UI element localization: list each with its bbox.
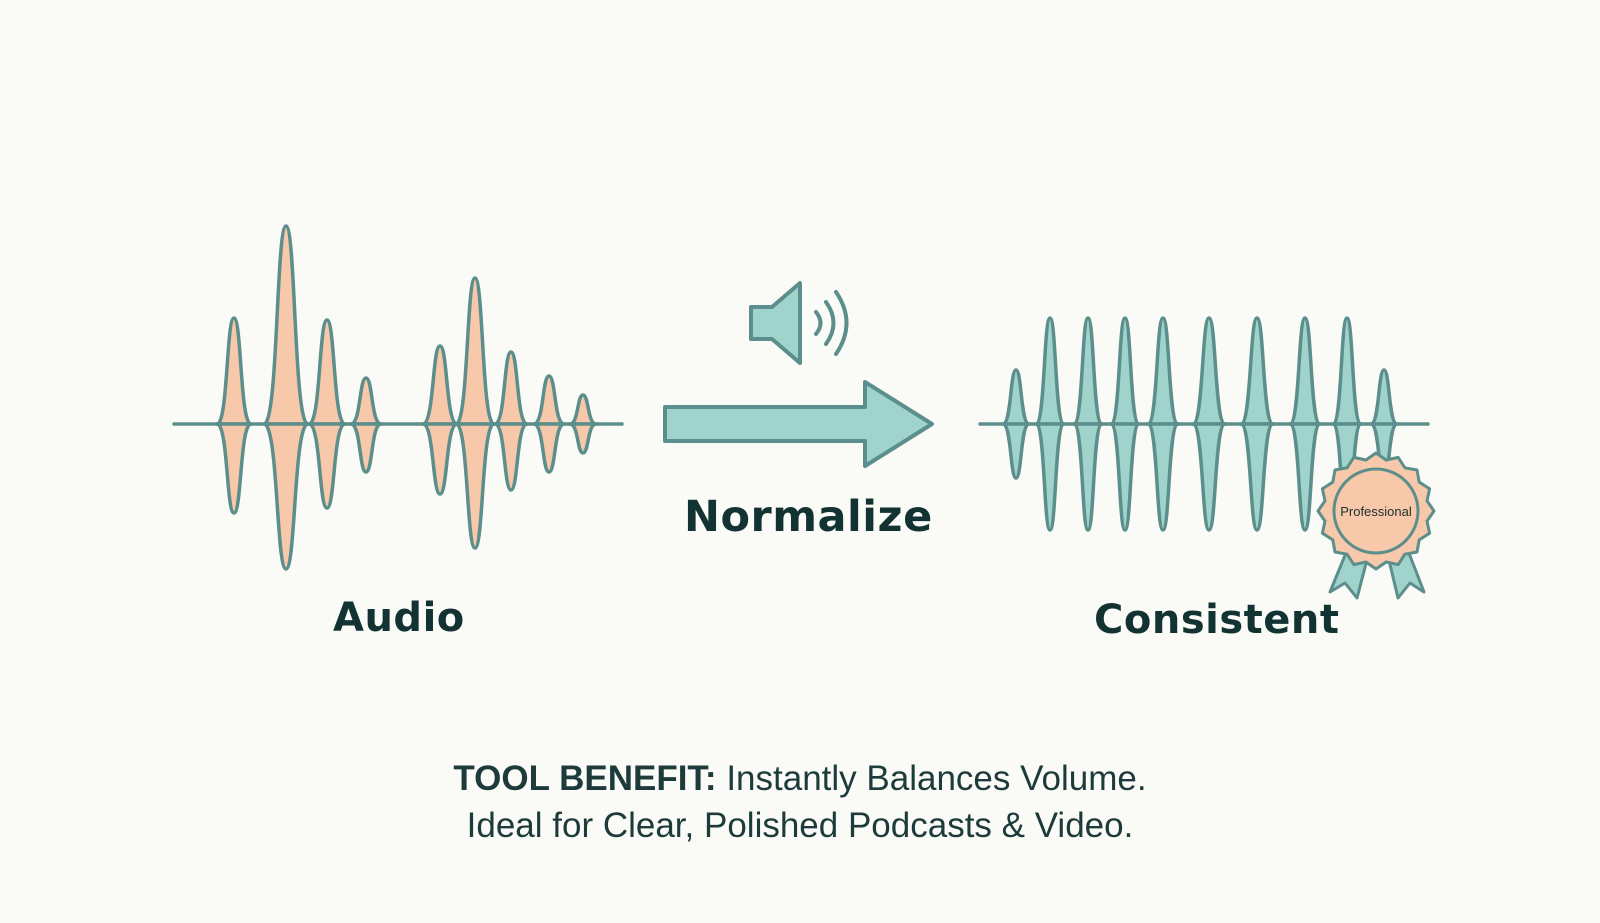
- output-wave-lobe: [1072, 422, 1104, 532]
- output-wave-lobe: [1369, 368, 1399, 426]
- input-wave-lobe: [568, 422, 598, 455]
- output-wave-lobe: [1034, 316, 1066, 426]
- input-wave-lobe: [532, 374, 566, 426]
- arrow-right-icon: [663, 380, 934, 468]
- benefit-line-2: Ideal for Clear, Polished Podcasts & Vid…: [466, 806, 1134, 845]
- input-wave-lobe: [349, 376, 383, 426]
- input-wave-lobe: [215, 316, 253, 426]
- input-wave-lobe: [454, 422, 496, 550]
- input-wave-lobe: [421, 344, 459, 426]
- input-wave-lobe: [421, 422, 459, 496]
- output-wave-lobe: [1288, 316, 1322, 426]
- input-wave-lobe: [307, 318, 347, 426]
- output-wave-lobe: [1109, 316, 1141, 426]
- action-label: Normalize: [684, 492, 933, 542]
- output-wave-lobe: [1109, 422, 1141, 532]
- output-wave-lobe: [1146, 422, 1180, 532]
- output-wave-lobe: [1239, 422, 1275, 532]
- output-wave-lobe: [1001, 422, 1031, 480]
- benefit-text: TOOL BENEFIT: Instantly Balances Volume.…: [0, 755, 1600, 849]
- output-wave-lobe: [1191, 316, 1227, 426]
- input-wave-lobe: [262, 422, 310, 571]
- output-wave-lobe: [1034, 422, 1066, 532]
- input-wave-lobe: [568, 393, 598, 426]
- output-wave-lobe: [1146, 316, 1180, 426]
- input-wave-lobe: [493, 350, 529, 426]
- input-wave-lobe: [307, 422, 347, 510]
- speaker-sound-icon: [749, 281, 849, 365]
- output-wave-lobe: [1331, 316, 1363, 426]
- input-wave-lobe: [454, 276, 496, 426]
- input-wave-lobe: [493, 422, 529, 492]
- benefit-line-1-text: Instantly Balances Volume.: [726, 759, 1147, 798]
- input-label: Audio: [333, 595, 465, 641]
- output-waveform: [978, 316, 1430, 532]
- output-wave-lobe: [1191, 422, 1227, 532]
- input-wave-lobe: [262, 224, 310, 426]
- output-wave-lobe: [1072, 316, 1104, 426]
- input-wave-lobe: [349, 422, 383, 474]
- input-wave-lobe: [215, 422, 253, 515]
- benefit-heading: TOOL BENEFIT:: [453, 759, 717, 798]
- output-label: Consistent: [1094, 597, 1340, 643]
- output-wave-lobe: [1239, 316, 1275, 426]
- input-waveform: [172, 224, 624, 571]
- input-wave-lobe: [532, 422, 566, 474]
- output-wave-lobe: [1288, 422, 1322, 532]
- benefit-line-1: TOOL BENEFIT: Instantly Balances Volume.: [0, 755, 1600, 802]
- badge-label: Professional: [1340, 504, 1412, 519]
- award-ribbon-icon: Professional: [1316, 451, 1436, 600]
- output-wave-lobe: [1001, 368, 1031, 426]
